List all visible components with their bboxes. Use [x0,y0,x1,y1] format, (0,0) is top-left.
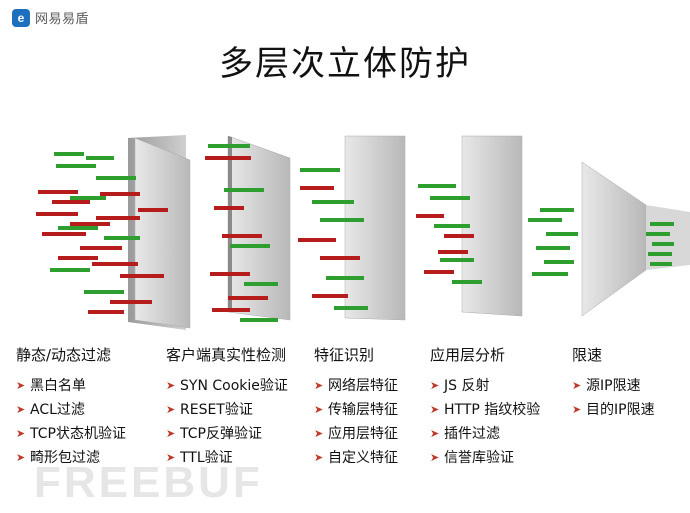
logo: e 网易易盾 [12,8,89,27]
column-title: 客户端真实性检测 [166,346,287,364]
bullet-arrow-icon: ➤ [166,450,176,464]
watermark: FREEBUF [34,458,263,507]
list-item: ➤TCP状态机验证 [16,426,126,442]
column-feature-recognition: 特征识别 ➤网络层特征 ➤传输层特征 ➤应用层特征 ➤自定义特征 [314,344,398,469]
bullet-arrow-icon: ➤ [16,402,26,416]
list-item: ➤黑白名单 [16,378,86,394]
brand-icon: e [12,8,30,27]
column-title: 静态/动态过滤 [16,346,112,364]
list-item: ➤HTTP 指纹校验 [430,402,541,418]
bullet-arrow-icon: ➤ [166,426,176,440]
filter-panel-1 [128,135,191,330]
bullet-arrow-icon: ➤ [16,426,26,440]
list-item: ➤SYN Cookie验证 [166,378,288,394]
list-item: ➤RESET验证 [166,402,253,418]
column-title: 限速 [572,346,603,364]
bullet-arrow-icon: ➤ [16,450,26,464]
list-item: ➤JS 反射 [430,378,490,394]
column-application-layer: 应用层分析 ➤JS 反射 ➤HTTP 指纹校验 ➤插件过滤 ➤信誉库验证 [430,344,540,469]
column-title: 应用层分析 [430,346,506,364]
list-item: ➤ACL过滤 [16,402,85,418]
bullet-arrow-icon: ➤ [314,426,324,440]
filter-panel-5 [581,161,690,317]
list-item: ➤目的IP限速 [572,402,655,418]
bullet-arrow-icon: ➤ [16,378,26,392]
bullet-arrow-icon: ➤ [314,402,324,416]
column-static-dynamic-filter: 静态/动态过滤 ➤黑白名单 ➤ACL过滤 ➤TCP状态机验证 ➤畸形包过滤 [16,344,126,469]
bullet-arrow-icon: ➤ [430,426,440,440]
diagram-title: 多层次立体防护 [219,44,471,84]
list-item: ➤网络层特征 [314,378,398,394]
list-item: ➤TCP反弹验证 [166,426,262,442]
bullet-arrow-icon: ➤ [430,402,440,416]
filter-panel-4 [461,135,523,317]
filter-panel-3 [344,135,406,321]
bullet-arrow-icon: ➤ [166,402,176,416]
brand-name: 网易易盾 [35,12,90,27]
bullet-arrow-icon: ➤ [430,378,440,392]
list-item: ➤应用层特征 [314,426,398,442]
list-item: ➤自定义特征 [314,450,398,466]
column-rate-limit: 限速 ➤源IP限速 ➤目的IP限速 [572,344,655,421]
bullet-arrow-icon: ➤ [314,378,324,392]
column-client-authenticity: 客户端真实性检测 ➤SYN Cookie验证 ➤RESET验证 ➤TCP反弹验证… [166,344,288,469]
list-item: ➤畸形包过滤 [16,450,100,466]
list-item: ➤插件过滤 [430,426,500,442]
bullet-arrow-icon: ➤ [166,378,176,392]
bullet-arrow-icon: ➤ [572,402,582,416]
bullet-arrow-icon: ➤ [314,450,324,464]
bullet-arrow-icon: ➤ [430,450,440,464]
list-item: ➤传输层特征 [314,402,398,418]
list-item: ➤TTL验证 [166,450,233,466]
bullet-arrow-icon: ➤ [572,378,582,392]
filter-layers-illustration [36,135,690,330]
red-packet-group [36,156,474,314]
filter-panel-2 [227,135,291,321]
list-item: ➤信誉库验证 [430,450,514,466]
column-title: 特征识别 [314,346,375,364]
list-item: ➤源IP限速 [572,378,641,394]
green-packet-group [50,144,674,322]
